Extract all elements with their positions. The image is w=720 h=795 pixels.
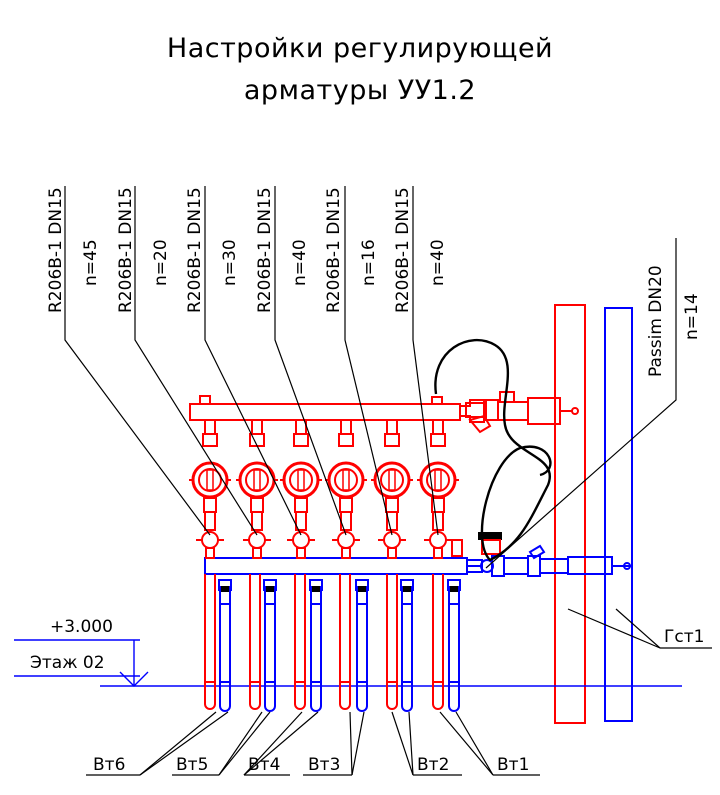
outlet-pair-6: [432, 574, 461, 712]
leader-passim: [485, 238, 677, 569]
valve-column-6: [417, 419, 459, 559]
supply-manifold-body: [189, 403, 461, 421]
leader-3: [204, 186, 302, 536]
valve-4-setting: n=40: [290, 239, 310, 286]
return-manifold-body: [204, 557, 468, 575]
outlet-leader-6: [243, 711, 319, 776]
valve-column-1: [189, 419, 231, 559]
riser-pipes: [554, 304, 633, 724]
valve-5-setting: n=16: [359, 239, 379, 286]
valve-5-model: R206B-1 DN15: [324, 187, 344, 313]
outlet-leader-12: [455, 711, 494, 776]
balancing-valve: [451, 532, 502, 573]
valve-3-setting: n=30: [220, 239, 240, 286]
riser-label: Гст1: [567, 608, 712, 649]
outlet-leader-4: [218, 711, 271, 776]
capillary-tube: [434, 339, 552, 562]
outlet-pair-2: [249, 574, 277, 712]
valve-columns: [189, 419, 461, 712]
valve-1-setting: n=45: [81, 239, 101, 286]
title-line-2: арматуры УУ1.2: [243, 75, 477, 106]
outlet-pair-1: [204, 574, 232, 712]
return-riser: [604, 307, 633, 722]
passim-model: Passim DN20: [646, 265, 666, 377]
outlet-leader-7: [349, 711, 353, 776]
leader-2: [134, 186, 258, 536]
supply-manifold: [189, 391, 579, 434]
outlet-label-vt5: Вт5: [176, 755, 208, 775]
outlet-pair-5: [386, 574, 414, 712]
valve-3-model: R206B-1 DN15: [185, 187, 205, 313]
outlet-pair-3: [294, 574, 323, 712]
outlet-label-vt2: Вт2: [417, 755, 449, 775]
valve-6-model: R206B-1 DN15: [393, 187, 413, 313]
return-manifold: [204, 544, 632, 577]
valve-column-5: [371, 419, 413, 559]
leader-4: [274, 186, 347, 536]
passim-setting: n=14: [682, 293, 702, 340]
outlet-label-vt3: Вт3: [308, 755, 340, 775]
leader-6: [412, 186, 439, 536]
level-floor: Этаж 02: [30, 653, 105, 673]
outlet-leader-3: [218, 711, 263, 776]
outlet-label-vt6: Вт6: [93, 755, 125, 775]
valve-column-3: [280, 419, 322, 559]
level-elevation: +3.000: [50, 617, 113, 637]
valve-6-setting: n=40: [428, 239, 448, 286]
title-line-1: Настройки регулирующей: [166, 33, 554, 64]
valve-labels: R206B-1 DN15 n=45 R206B-1 DN15 n=20 R206…: [46, 187, 702, 377]
valve-column-4: [325, 419, 367, 559]
drawing-title: Настройки регулирующей арматуры УУ1.2: [0, 28, 720, 112]
outlet-leader-8: [351, 711, 365, 776]
supply-riser: [554, 304, 586, 724]
outlet-leader-10: [408, 711, 414, 776]
leader-5: [344, 186, 393, 536]
valve-1-model: R206B-1 DN15: [46, 187, 66, 313]
valve-2-setting: n=20: [151, 239, 171, 286]
outlet-labels: Вт6 Вт5 Вт4 Вт3 Вт2 Вт1: [86, 755, 540, 776]
leader-1: [64, 186, 211, 536]
outlet-leader-9: [391, 711, 414, 776]
riser-label-text: Гст1: [664, 627, 704, 647]
level-mark: +3.000 Этаж 02: [14, 617, 149, 687]
outlet-label-vt1: Вт1: [497, 755, 529, 775]
label-leaders: [64, 186, 677, 776]
valve-column-2: [236, 419, 278, 559]
valve-4-model: R206B-1 DN15: [255, 187, 275, 313]
outlet-label-vt4: Вт4: [248, 755, 280, 775]
outlet-leader-11: [439, 711, 494, 776]
outlet-leader-2: [139, 711, 229, 776]
outlet-pair-4: [339, 574, 369, 712]
valve-2-model: R206B-1 DN15: [116, 187, 136, 313]
outlet-leader-5: [243, 711, 303, 776]
outlet-leader-1: [139, 711, 217, 776]
